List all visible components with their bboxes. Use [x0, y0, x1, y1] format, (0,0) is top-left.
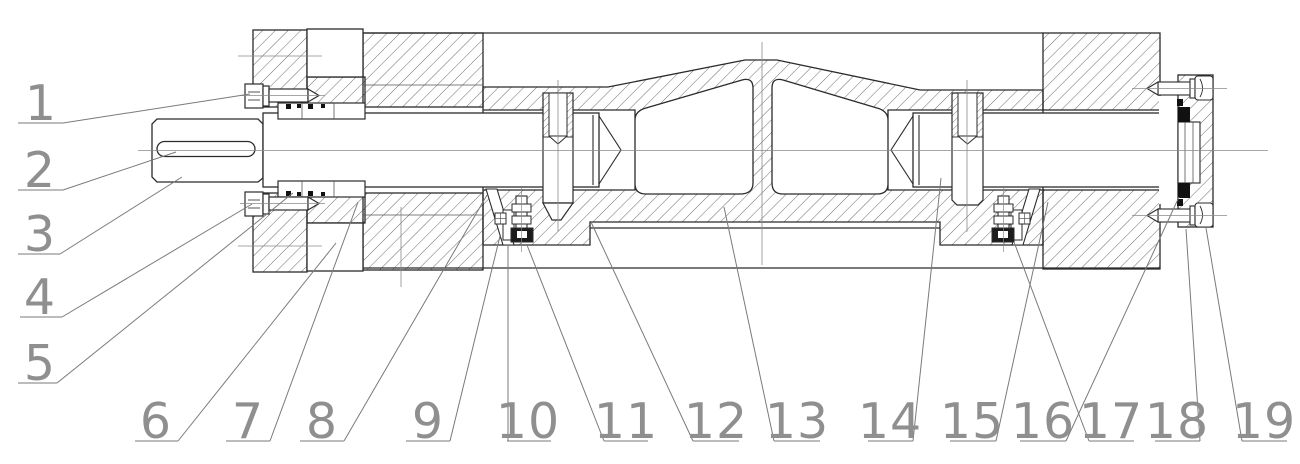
callout-5-leader [56, 192, 294, 384]
callout-11-leader [526, 244, 605, 442]
callout-18-number: 18 [1145, 393, 1209, 450]
callout-16-number: 16 [1011, 393, 1075, 450]
callout-19-number: 19 [1232, 393, 1296, 450]
callout-7-leader [269, 201, 359, 442]
callout-9-leader [449, 235, 501, 442]
left-block-lower [362, 192, 484, 271]
cover-upper [306, 28, 364, 78]
grease-fitting-left [494, 188, 534, 252]
pin-right [951, 92, 984, 206]
callout-15-leader [995, 201, 1049, 442]
callout-3-leader [59, 176, 183, 255]
callout-8-leader [343, 194, 488, 442]
callout-15-number: 15 [940, 393, 1004, 450]
callout-14-leader [912, 177, 942, 442]
cap-clearance [1159, 96, 1180, 204]
callout-3-number: 3 [24, 206, 56, 263]
fitting-seat [502, 209, 515, 241]
callout-12-number: 12 [684, 393, 748, 450]
seal-glands [277, 102, 366, 198]
seal-ring-bottom [1178, 183, 1190, 198]
callout-17-number: 17 [1079, 393, 1143, 450]
right-block-lower [1042, 189, 1161, 270]
pin-wall-left [542, 92, 550, 138]
callout-13-leader [723, 206, 775, 442]
callout-2-number: 2 [24, 142, 56, 199]
callout-4-number: 4 [24, 269, 56, 326]
callout-10-number: 10 [496, 393, 560, 450]
callout-16-leader [1065, 196, 1180, 442]
callout-11-number: 11 [594, 393, 658, 450]
shaft-end-disc [1177, 121, 1201, 184]
right-block-upper [1042, 32, 1161, 111]
centerlines [138, 42, 1268, 287]
callout-6-number: 6 [140, 393, 172, 450]
stud-washer [262, 85, 270, 107]
bearing-covers [306, 28, 364, 272]
shaft [151, 112, 1179, 188]
pin-bore-cone [957, 135, 978, 145]
keyway [156, 140, 256, 158]
pin-wall-right [566, 92, 574, 138]
callout-19-leader [1205, 227, 1243, 442]
seal-dot-top [1177, 99, 1183, 106]
bolt-head [1194, 75, 1214, 101]
shaft-cone-right [890, 115, 914, 185]
callout-2-leader [62, 151, 177, 191]
callout-7-number: 7 [232, 393, 264, 450]
housing-outlines [360, 32, 1160, 269]
stud-washer [262, 193, 270, 215]
cover-lower [306, 222, 364, 272]
shaft-details [592, 115, 920, 185]
callout-14-number: 14 [858, 393, 922, 450]
callout-13-number: 13 [765, 393, 829, 450]
callout-4-leader [61, 203, 253, 318]
pin-wall-right [976, 92, 984, 138]
fitting-seat [1010, 209, 1023, 241]
left-housing-block [362, 32, 484, 271]
right-housing-block [1042, 32, 1161, 270]
callout-1-number: 1 [25, 75, 57, 132]
fitting-head-slot [998, 231, 1008, 238]
callout-12-leader [590, 221, 694, 442]
callout-9-number: 9 [412, 393, 444, 450]
gland-dividers [301, 103, 335, 197]
seal-ring-top [1178, 107, 1190, 122]
left-block-upper [362, 32, 484, 108]
pin-wall-left [951, 92, 959, 138]
callout-5-number: 5 [24, 335, 56, 392]
bolt-head [1194, 202, 1214, 228]
callout-18-leader [1185, 228, 1201, 442]
seal-rings [1177, 99, 1190, 206]
seal-lips-upper [286, 104, 325, 109]
callout-8-number: 8 [306, 393, 338, 450]
seal-dot-bottom [1177, 199, 1183, 206]
fitting-head-slot [517, 231, 527, 238]
pin-bore [957, 92, 978, 137]
grease-fitting-right [991, 188, 1031, 252]
stud-head [244, 191, 264, 217]
callout-17-leader [1013, 241, 1090, 442]
callout-6-leader [177, 242, 337, 442]
stud-head [244, 83, 264, 109]
shaft-cone-left [598, 115, 622, 185]
seal-lips-lower [286, 191, 325, 196]
bore-step-lines [363, 84, 483, 216]
callout-1-leader [62, 93, 251, 124]
